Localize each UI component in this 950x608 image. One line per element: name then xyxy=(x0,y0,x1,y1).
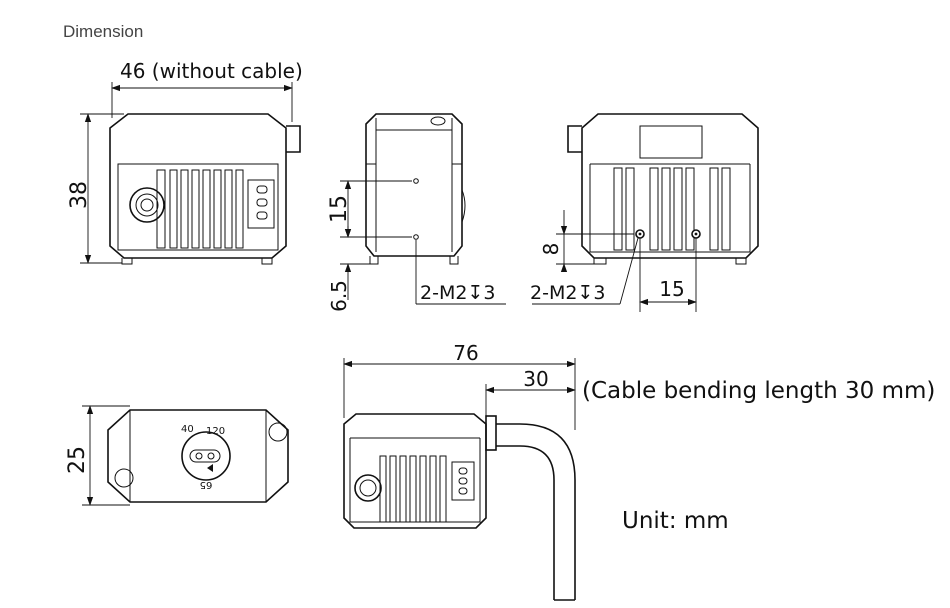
cable-length-label: 76 xyxy=(453,341,478,365)
cable-view: 76 30 (Cable bending length 30 mm) xyxy=(343,341,935,601)
rear-view: 8 15 2-M2↧3 xyxy=(530,113,759,312)
side-hole-callout: 2-M2↧3 xyxy=(420,282,495,304)
bend-length-label: 30 xyxy=(523,367,548,391)
mount-hole xyxy=(413,178,419,184)
dial-label-40: 40 xyxy=(181,424,194,435)
focus-dial-icon xyxy=(181,431,231,481)
front-view: 46 (without cable) 38 xyxy=(67,59,303,265)
heatsink-fins xyxy=(156,169,244,249)
unit-note: Unit: mm xyxy=(622,508,729,534)
side-view: 15 6.5 2-M2↧3 xyxy=(327,113,506,312)
cable xyxy=(496,423,576,600)
led-indicator-icon xyxy=(451,461,475,501)
cable-connector xyxy=(485,415,497,451)
dial-label-120: 120 xyxy=(206,426,225,437)
led-indicator-icon xyxy=(247,179,275,229)
front-width-label: 46 (without cable) xyxy=(120,59,303,83)
rear-spacing-label: 15 xyxy=(659,277,684,301)
mount-hole xyxy=(413,234,419,240)
bend-note: (Cable bending length 30 mm) xyxy=(582,378,935,404)
top-view: 40 120 65 25 xyxy=(65,405,289,506)
rear-fins xyxy=(613,167,731,251)
side-spacing-label: 15 xyxy=(327,195,352,223)
top-height-label: 25 xyxy=(65,446,90,474)
side-offset-label: 6.5 xyxy=(327,280,351,312)
lens-icon xyxy=(354,474,382,502)
rear-height-label: 8 xyxy=(539,243,563,256)
lens-icon xyxy=(129,187,165,223)
front-height-label: 38 xyxy=(67,181,92,209)
page-title: Dimension xyxy=(63,22,144,41)
cable-view-fins xyxy=(379,455,447,523)
rear-hole-callout: 2-M2↧3 xyxy=(530,282,605,304)
dial-label-65: 65 xyxy=(200,479,213,490)
